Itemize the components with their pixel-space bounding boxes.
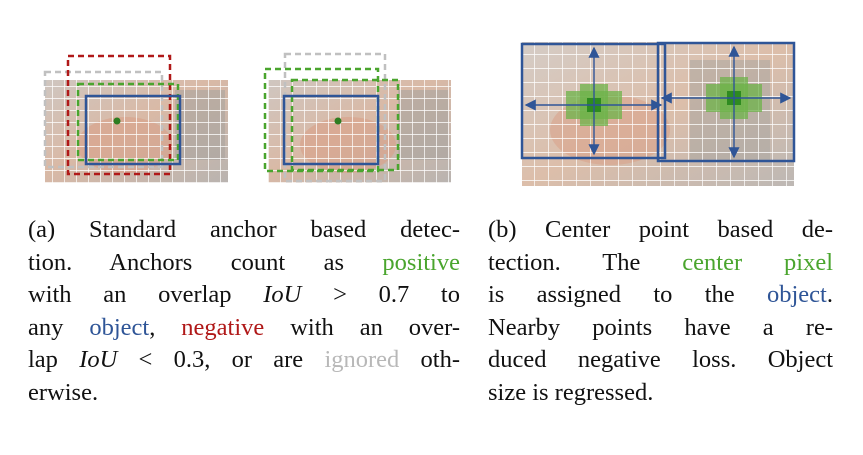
term-ignored: ignored [324,346,400,373]
term-object: object [89,313,150,341]
positive-anchor-box-3 [290,78,400,172]
positive-anchor-box [76,82,180,162]
object-center-dot [113,117,121,125]
caption-a-text: with an over- [264,313,461,341]
object-center-dot-2 [334,117,342,125]
math-iou: IoU [79,346,118,373]
caption-a-text: , [149,313,182,341]
anchor-example-image-2 [263,52,451,183]
object-box-b2 [656,41,796,163]
center-point-object-2 [656,41,796,163]
caption-a-line-2: tion. Anchors count as positive [28,247,460,280]
caption-b-text: is assigned to the [488,281,767,308]
caption-a-line-3: with an overlap IoU > 0.7 to [28,279,460,312]
caption-a-text: any [28,313,90,341]
caption-a-text: tion. Anchors count as [28,248,383,276]
caption-a-line-6: erwise. [28,377,460,410]
caption-a-text: lap [28,346,80,373]
caption-b-text: duced negative loss. Object [488,346,833,373]
caption-a-text: with an overlap [28,281,264,308]
caption-b-line-2: tection. The center pixel [488,247,833,280]
caption-a-text: < 0.3, or are [117,346,325,373]
center-point-object-1 [520,42,667,160]
caption-b-text: size is regressed. [488,378,654,406]
caption-a-text: > 0.7 to [301,281,460,308]
caption-b: (b) Center point based de- tection. The … [488,214,833,409]
ignored-anchor-box [43,70,164,169]
caption-a: (a) Standard anchor based detec- tion. A… [28,214,460,409]
caption-a-text: oth- [399,346,460,373]
caption-b-line-3: is assigned to the object. [488,279,833,312]
panel-b-illustration [520,41,796,186]
caption-b-text: . [826,281,833,308]
caption-b-text: Nearby points have a re- [488,313,833,341]
term-object: object [767,281,827,308]
object-box-2 [282,94,380,166]
caption-b-line-1: (b) Center point based de- [488,214,833,247]
caption-b-line-5: duced negative loss. Object [488,344,833,377]
caption-b-line-4: Nearby points have a re- [488,312,833,345]
negative-anchor-box [66,54,172,176]
caption-a-line-4: any object, negative with an over- [28,312,460,345]
term-positive: positive [382,248,460,276]
caption-a-line-5: lap IoU < 0.3, or are ignored oth- [28,344,460,377]
math-iou: IoU [263,281,302,308]
caption-a-line-1: (a) Standard anchor based detec- [28,214,460,247]
caption-a-text: erwise. [28,378,99,406]
term-center-pixel: center pixel [682,248,833,276]
caption-b-text: tection. The [488,248,683,276]
caption-b-text: (b) Center point based de- [488,216,833,243]
object-box [84,94,182,166]
caption-a-text: (a) Standard anchor based detec- [28,216,460,243]
caption-b-line-6: size is regressed. [488,377,833,410]
panel-a-illustration [43,52,451,183]
anchor-example-image-1 [43,54,228,183]
term-negative: negative [181,313,265,341]
